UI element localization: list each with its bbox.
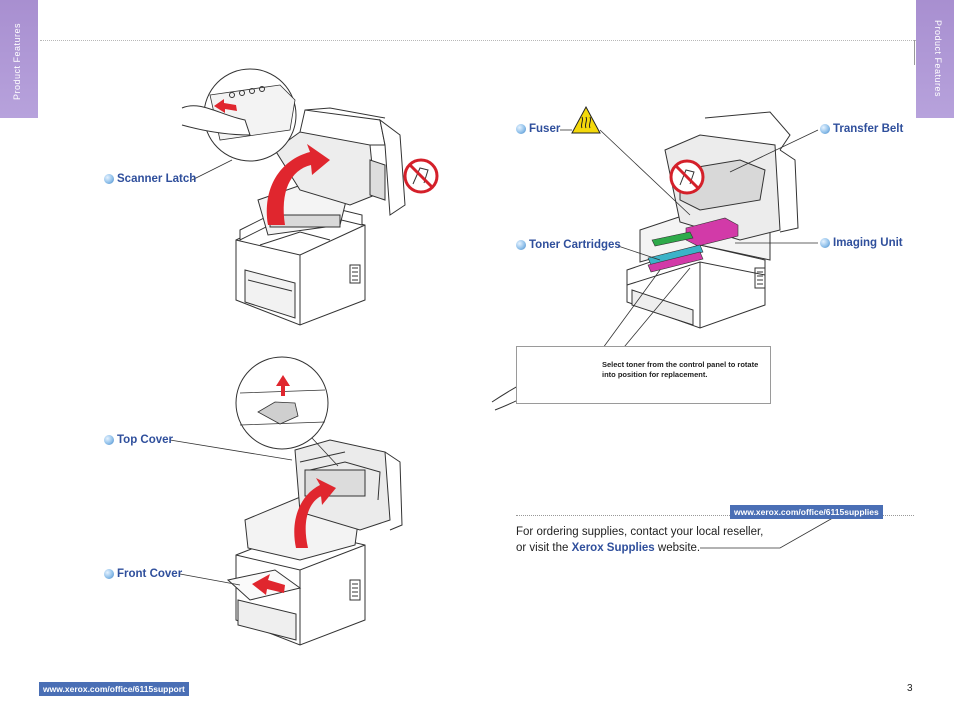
callout-toner-cartridges: Toner Cartridges bbox=[516, 239, 621, 251]
xerox-supplies-link[interactable]: Xerox Supplies bbox=[571, 542, 655, 554]
bullet-icon bbox=[104, 435, 114, 445]
printer-consumables bbox=[626, 111, 799, 329]
callout-top-cover-label: Top Cover bbox=[117, 434, 174, 446]
callout-transfer-belt-label: Transfer Belt bbox=[833, 123, 904, 135]
supplies-rule bbox=[516, 515, 914, 516]
ordering-line2-suffix: website. bbox=[657, 542, 701, 554]
callout-transfer-belt: Transfer Belt bbox=[820, 123, 903, 135]
ordering-line2-prefix: or visit the bbox=[516, 542, 569, 554]
side-tab-left: Product Features bbox=[0, 0, 38, 118]
ordering-line2: or visit the Xerox Supplies website. bbox=[516, 540, 763, 556]
callout-front-cover-label: Front Cover bbox=[117, 568, 183, 580]
bullet-icon bbox=[820, 238, 830, 248]
open-arrow-2 bbox=[294, 478, 336, 548]
front-cover-arrow bbox=[252, 574, 285, 595]
callout-fuser-label: Fuser bbox=[529, 123, 561, 135]
bullet-icon bbox=[516, 240, 526, 250]
toner-cyan bbox=[647, 244, 704, 266]
callout-front-cover: Front Cover bbox=[104, 568, 182, 580]
top-cover-zoom bbox=[235, 356, 329, 450]
side-tab-right: Product Features bbox=[916, 0, 954, 118]
bullet-icon bbox=[820, 124, 830, 134]
header-rule bbox=[40, 40, 916, 41]
bullet-icon bbox=[104, 569, 114, 579]
ordering-text: For ordering supplies, contact your loca… bbox=[516, 524, 763, 556]
callout-imaging-unit-label: Imaging Unit bbox=[833, 237, 903, 249]
printer-covers-open bbox=[226, 439, 403, 646]
supplies-leader-line bbox=[700, 514, 839, 549]
callout-scanner-latch: Scanner Latch bbox=[104, 173, 196, 185]
bullet-icon bbox=[516, 124, 526, 134]
callout-top-cover: Top Cover bbox=[104, 434, 173, 446]
scanner-latch-zoom bbox=[181, 68, 297, 162]
toner-note-box bbox=[516, 346, 771, 404]
bullet-icon bbox=[104, 174, 114, 184]
imaging-unit-magenta bbox=[685, 217, 739, 247]
support-url-link[interactable]: www.xerox.com/office/6115support bbox=[39, 682, 189, 696]
toner-magenta bbox=[647, 251, 704, 273]
printer-scanner-open bbox=[235, 107, 406, 326]
toner-green-handle bbox=[651, 231, 694, 247]
ordering-line1: For ordering supplies, contact your loca… bbox=[516, 526, 764, 538]
callout-fuser: Fuser bbox=[516, 123, 560, 135]
supplies-url-link[interactable]: www.xerox.com/office/6115supplies bbox=[730, 505, 883, 519]
toner-note-text: Select toner from the control panel to r… bbox=[602, 360, 759, 379]
callout-toner-cartridges-label: Toner Cartridges bbox=[529, 239, 621, 251]
no-touch-icon bbox=[403, 158, 439, 194]
callout-scanner-latch-label: Scanner Latch bbox=[117, 173, 197, 185]
page-number: 3 bbox=[907, 683, 913, 694]
header-rule-end bbox=[914, 40, 915, 65]
open-arrow-1 bbox=[266, 144, 330, 225]
no-touch-icon bbox=[669, 159, 705, 195]
callout-imaging-unit: Imaging Unit bbox=[820, 237, 903, 249]
hot-surface-warning-icon bbox=[571, 105, 601, 134]
